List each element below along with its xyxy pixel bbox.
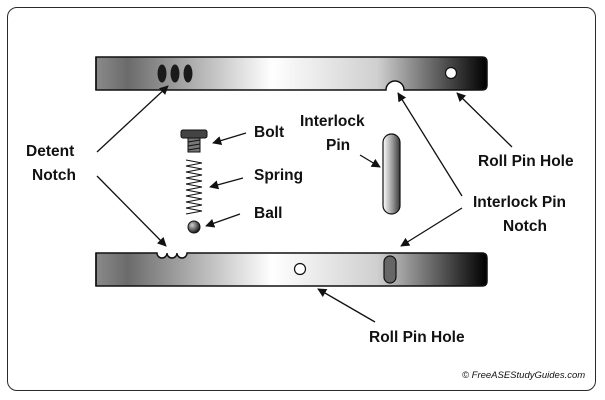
roll-pin-hole-top (444, 66, 458, 80)
label-ball: Ball (254, 205, 282, 222)
interlock-pin-notch-slot (383, 255, 397, 284)
arrow-detent-bottom (96, 175, 167, 247)
ball-part (187, 220, 201, 234)
label-detent-notch-2: Notch (32, 167, 76, 184)
label-interlock-pin-2: Pin (326, 137, 350, 154)
label-roll-pin-hole-top: Roll Pin Hole (478, 153, 574, 170)
label-interlock-pin-notch-1: Interlock Pin (473, 194, 566, 211)
arrow-notch-top (397, 92, 463, 197)
credit-text: © FreeASEStudyGuides.com (462, 370, 585, 381)
detent-notch-hole (157, 64, 167, 83)
label-roll-pin-hole-bottom: Roll Pin Hole (369, 329, 465, 346)
label-spring: Spring (254, 167, 303, 184)
label-interlock-pin-1: Interlock (300, 113, 365, 130)
label-bolt: Bolt (254, 124, 284, 141)
roll-pin-hole-bottom (293, 262, 307, 276)
arrow-bolt (212, 132, 247, 145)
arrow-roll-pin-hole-top (456, 92, 513, 148)
arrow-spring (209, 177, 244, 190)
top-shift-rail (95, 56, 488, 91)
interlock-pin-part (382, 133, 401, 215)
spring-part (185, 159, 203, 215)
label-interlock-pin-notch-2: Notch (503, 218, 547, 235)
label-detent-notch-1: Detent (26, 143, 74, 160)
bolt-part (180, 129, 208, 153)
arrow-interlock-pin (359, 154, 381, 168)
leader-arrows (96, 85, 513, 323)
detent-notch-hole (170, 64, 180, 83)
arrow-notch-bottom (400, 207, 463, 247)
arrow-roll-pin-hole-bottom (317, 288, 376, 323)
arrow-ball (205, 213, 241, 228)
bottom-shift-rail (95, 252, 488, 287)
arrow-detent-top (96, 85, 169, 153)
detent-notch-hole (183, 64, 193, 83)
